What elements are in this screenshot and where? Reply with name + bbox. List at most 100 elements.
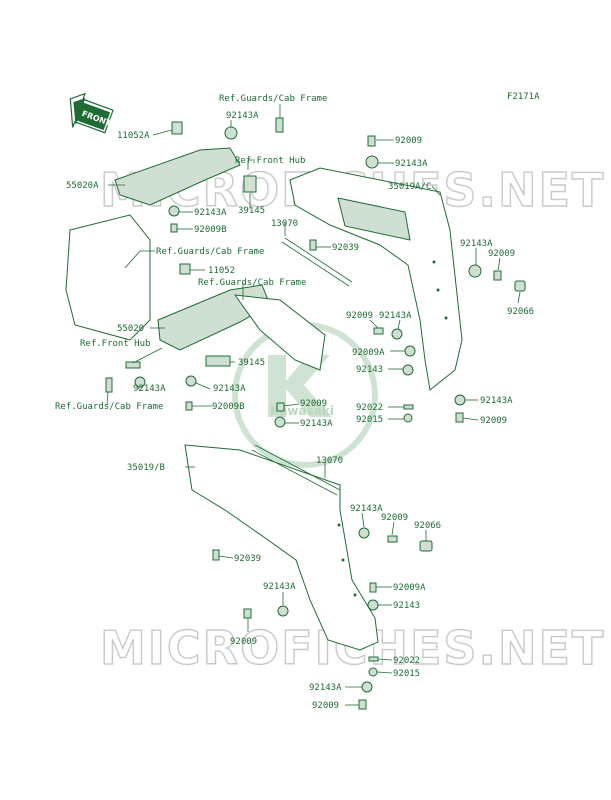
nut-92015-b — [368, 667, 378, 677]
label-92009-mid: 92009 — [300, 399, 327, 409]
label-92143A-b3: 92143A — [309, 683, 342, 693]
left-flap-55020A — [65, 214, 151, 341]
left-fender-55020A — [114, 147, 241, 206]
grommet-92143A-b3 — [361, 681, 373, 693]
label-92009B-top: 92009B — [194, 225, 227, 235]
nut-92015-r — [403, 413, 413, 423]
label-92143-b: 92143 — [393, 601, 420, 611]
collar-92009A-c — [404, 345, 416, 357]
clip-11052A — [171, 121, 183, 135]
label-92143A-l3: 92143A — [213, 384, 246, 394]
label-39145-mid: 39145 — [238, 358, 265, 368]
grommet-92143A-rr — [454, 394, 466, 406]
label-ref-guards-l: Ref.Guards/Cab Frame — [55, 402, 163, 412]
grommet-92143A-c — [391, 328, 403, 340]
label-92009-b2: 92009 — [230, 637, 257, 647]
grommet-92143A-r — [468, 264, 482, 278]
label-ref-guards-mid2: Ref.Guards/Cab Frame — [198, 278, 306, 288]
label-11052A: 11052A — [117, 131, 150, 141]
side-panel-35019B — [184, 444, 379, 651]
label-92143A-r: 92143A — [460, 239, 493, 249]
label-92143A-tr: 92143A — [395, 159, 428, 169]
figure-id: F2171A — [507, 92, 540, 102]
bolt-92009-rr — [455, 412, 464, 423]
bolt-92039-b — [212, 549, 220, 561]
label-92015-r: 92015 — [356, 415, 383, 425]
bolt-92009-b3 — [358, 699, 367, 710]
label-ref-front-hub-l: Ref.Front Hub — [80, 339, 150, 349]
bracket-ref-hub — [125, 361, 141, 369]
bracket-ref-left — [105, 377, 113, 393]
label-92022-b: 92022 — [393, 656, 420, 666]
cap-92066-r — [514, 280, 526, 292]
grommet-92143A-top — [224, 126, 238, 140]
label-ref-guards-mid: Ref.Guards/Cab Frame — [156, 247, 264, 257]
label-ref-guards-top: Ref.Guards/Cab Frame — [219, 94, 327, 104]
label-13070-top: 13070 — [271, 219, 298, 229]
label-55020: 55020 — [117, 324, 144, 334]
mount-dots — [337, 260, 448, 597]
strip-13070-top-b — [281, 241, 350, 287]
bolt-92009-mid — [276, 402, 285, 412]
bolt-92009-b2 — [243, 608, 252, 619]
grommet-92143A-tr — [365, 155, 379, 169]
label-92143A-rr: 92143A — [480, 396, 513, 406]
strip-13070-mid — [254, 444, 341, 491]
washer-92022-r — [403, 404, 414, 410]
label-92009-c: 92009 — [346, 311, 373, 321]
label-92143A-top: 92143A — [226, 111, 259, 121]
label-92143A-b1: 92143A — [350, 504, 383, 514]
label-35019B: 35019/B — [127, 463, 165, 473]
panel-vent — [337, 197, 411, 241]
label-92015-b: 92015 — [393, 669, 420, 679]
label-39145-top: 39145 — [238, 206, 265, 216]
label-92009A-b: 92009A — [393, 583, 426, 593]
label-55020A: 55020A — [66, 181, 99, 191]
nut-92143-c — [402, 364, 414, 376]
bracket-ref-top — [275, 117, 284, 133]
label-92066-b: 92066 — [414, 521, 441, 531]
label-92066-r: 92066 — [507, 307, 534, 317]
label-92039-top: 92039 — [332, 243, 359, 253]
label-92143A-mid: 92143A — [300, 419, 333, 429]
pad-39145-top — [243, 175, 257, 193]
label-92009-tr: 92009 — [395, 136, 422, 146]
strip-13070-mid-b — [251, 449, 338, 496]
nut-92143-b — [367, 599, 379, 611]
label-35019AC: 35019A/C — [388, 182, 431, 192]
kawasaki-logo: Kawasaki — [232, 322, 378, 468]
label-92022-r: 92022 — [356, 403, 383, 413]
label-92009-rr: 92009 — [480, 416, 507, 426]
label-92009A-c: 92009A — [352, 348, 385, 358]
bolt-92009-tr — [367, 135, 376, 147]
label-92143A-l2: 92143A — [133, 384, 166, 394]
label-92039-b: 92039 — [234, 554, 261, 564]
label-ref-front-hub-top: Ref.Front Hub — [235, 156, 305, 166]
bolt-92009-r — [493, 270, 502, 281]
grommet-92143A-b1 — [358, 527, 370, 539]
grommet-92143A-mid — [274, 416, 286, 428]
leader-lines — [106, 104, 521, 706]
strip-13070-top — [284, 237, 353, 283]
label-92143A-c: 92143A — [379, 311, 412, 321]
bolt-92009A-b — [369, 582, 377, 593]
left-inner-guard — [233, 294, 326, 371]
washer-92022-b — [368, 656, 379, 662]
side-panel-35019AC — [289, 167, 463, 391]
label-92143-c: 92143 — [356, 365, 383, 375]
bolt-92009B-top — [170, 223, 178, 233]
label-11052: 11052 — [208, 266, 235, 276]
label-92009-b1: 92009 — [381, 513, 408, 523]
bolt-92009B-mid — [185, 401, 193, 411]
logo-text: Kawasaki — [270, 404, 334, 418]
label-92143A-l1: 92143A — [194, 208, 227, 218]
label-92009-b3: 92009 — [312, 701, 339, 711]
grommet-92143A-b2 — [277, 605, 289, 617]
grommet-92143A-l3 — [185, 375, 197, 387]
label-92009-r: 92009 — [488, 249, 515, 259]
label-92009B-mid: 92009B — [212, 402, 245, 412]
label-92143A-b2: 92143A — [263, 582, 296, 592]
bolt-92009-b1 — [387, 535, 398, 543]
pad-39145-mid — [205, 355, 231, 367]
